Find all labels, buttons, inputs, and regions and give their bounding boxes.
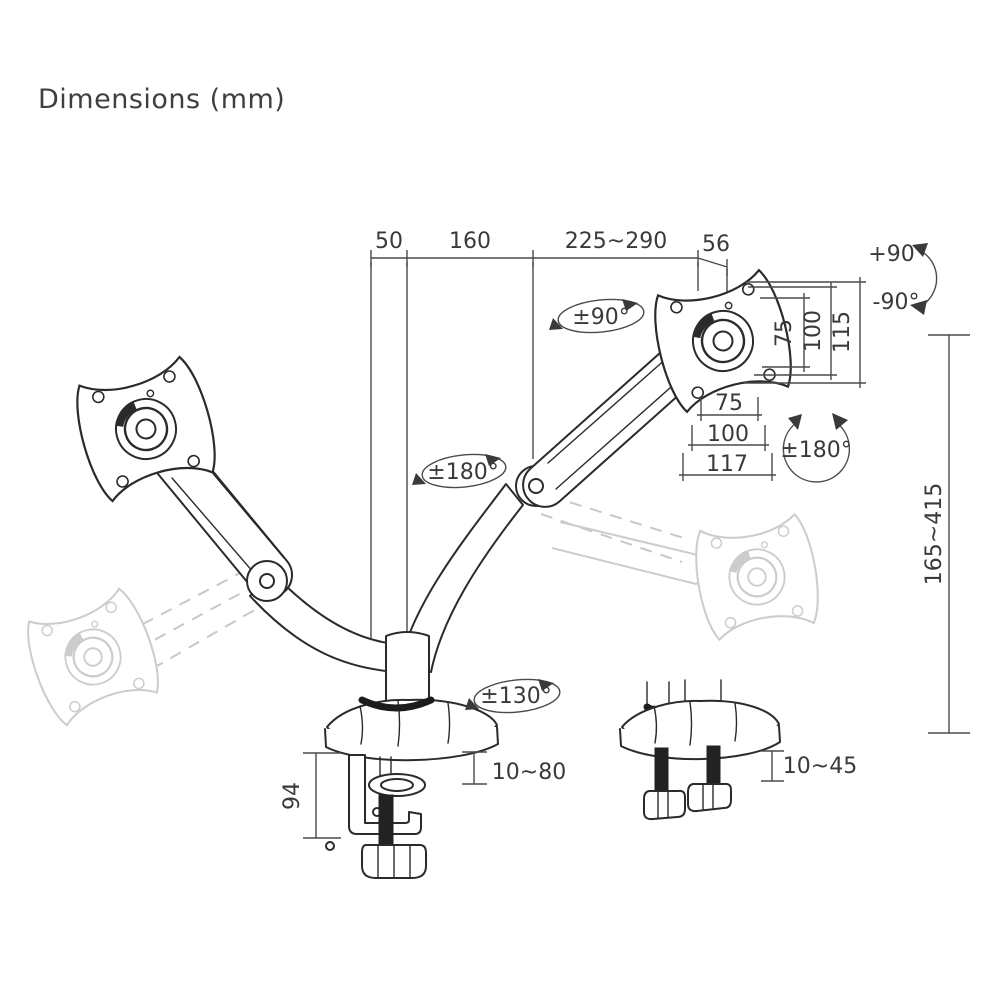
dimension-labels: 50 160 225~290 56 75 100 115 75 100 117 … [280, 229, 947, 810]
clamp-hole-2 [325, 841, 335, 851]
label-vesa-h-75: 75 [715, 391, 743, 416]
height-range-dim [928, 334, 970, 734]
ghost-right-edge [549, 495, 691, 541]
label-base-rotation: ±130° [480, 684, 551, 709]
label-height-range: 165~415 [922, 483, 947, 585]
page-title: Dimensions (mm) [38, 84, 286, 115]
vesa-vertical-dims [744, 277, 866, 388]
right-arm-slot [547, 349, 689, 490]
label-vesa-h-100: 100 [707, 422, 749, 447]
arm-rotation-180-arrow [412, 453, 507, 489]
grommet-range-dim [761, 750, 784, 782]
ghost-right-arm-position [540, 495, 825, 642]
grommet-base-seams [653, 701, 738, 746]
ghost-right-vesa-plate [689, 512, 824, 641]
clamp-knob-ridges [377, 845, 411, 879]
grommet-foot-left [643, 789, 686, 821]
ghost-right-band [551, 521, 707, 585]
grommet-base-front [619, 725, 781, 761]
label-vesa-rotation: ±180° [780, 438, 851, 463]
label-50: 50 [375, 229, 403, 254]
label-tilt-down: -90° [873, 290, 920, 315]
grommet-mount-detail [619, 679, 781, 821]
label-grommet-range: 10~45 [783, 754, 857, 779]
label-clamp-range: 10~80 [492, 760, 566, 785]
left-arm [68, 354, 294, 602]
label-vesa-v-115: 115 [830, 311, 855, 353]
swivel-90-arrow [549, 298, 645, 334]
clamp-screw-rod [378, 794, 394, 846]
left-arm-slot [171, 457, 285, 581]
ghost-left-edge [119, 569, 247, 637]
label-225-290: 225~290 [565, 229, 667, 254]
vesa-horizontal-dims [679, 397, 776, 481]
right-elbow-bolt [528, 478, 544, 494]
vesa-rotation-180-arrow [782, 413, 851, 483]
grommet-foot-right [687, 782, 732, 813]
top-dimension-lines [370, 250, 728, 647]
desk-base-front [324, 726, 499, 762]
ghost-left-vesa-plate [19, 585, 167, 729]
label-arm-rotation: ±180° [427, 460, 498, 485]
clamp-pad-disc-inner [380, 778, 414, 792]
ghost-left-lower [149, 599, 273, 671]
base-rotation-130-arrow [465, 678, 561, 714]
label-tilt-up: +90° [868, 242, 925, 267]
label-clamp-depth: 94 [280, 782, 305, 810]
ghost-left-arm-position [19, 569, 273, 729]
grommet-pole-stubs [646, 679, 722, 711]
ghost-right-mid [540, 513, 683, 563]
clamp-depth-dim [303, 752, 341, 839]
left-elbow-bolt [259, 573, 275, 589]
label-vesa-v-75: 75 [772, 319, 797, 347]
pole-collar [358, 696, 435, 712]
tilt-arrow [910, 243, 938, 315]
grommet-feet-ridges [657, 783, 714, 819]
label-vesa-h-117: 117 [706, 452, 748, 477]
ghost-left-mid [131, 583, 259, 653]
clamp-range-dim [462, 751, 487, 785]
label-swivel: ±90° [572, 305, 629, 330]
base-assembly [249, 483, 524, 879]
c-clamp-bracket [348, 754, 422, 835]
label-56: 56 [702, 232, 730, 257]
label-vesa-v-100: 100 [801, 310, 826, 352]
center-pole [385, 631, 430, 707]
right-arm [515, 267, 800, 508]
label-160: 160 [449, 229, 491, 254]
grommet-bolt-left [654, 747, 669, 793]
grommet-bolt-right [706, 745, 721, 788]
